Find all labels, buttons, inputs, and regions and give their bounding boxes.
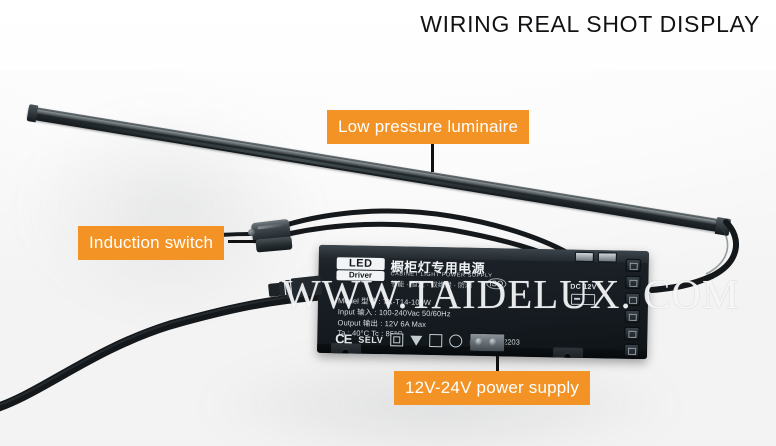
callout-induction-switch: Induction switch <box>78 226 225 260</box>
induction-switch-screw <box>248 229 255 236</box>
dc-output-cable-highlight <box>705 223 729 275</box>
sensor-cable-upper <box>283 208 569 255</box>
background-top-sheen <box>0 0 776 70</box>
dc-output-cable <box>649 219 739 293</box>
callout-power-supply: 12V-24V power supply <box>394 371 591 405</box>
ac-input-cable <box>0 291 325 412</box>
page-title: WIRING REAL SHOT DISPLAY <box>420 11 760 37</box>
leader-line-induction-switch <box>228 240 256 243</box>
ac-input-cable-highlight <box>0 293 321 406</box>
leader-line-power-supply <box>496 356 499 374</box>
leader-line-luminaire <box>431 140 434 172</box>
strain-relief-connector <box>268 275 323 298</box>
callout-low-pressure-luminaire: Low pressure luminaire <box>327 110 530 144</box>
